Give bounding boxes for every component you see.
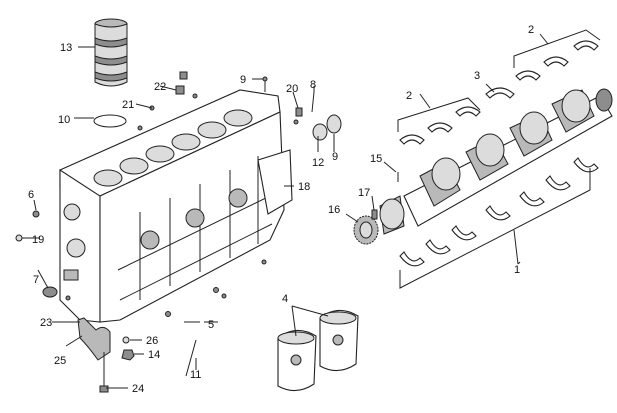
- cylinder-liner-13: [94, 18, 128, 87]
- nut-14: [121, 349, 135, 361]
- leader-lines: [24, 33, 549, 389]
- crankshaft: [379, 88, 613, 235]
- plug-22b: [179, 71, 188, 80]
- seal-7: [42, 286, 58, 298]
- callout-1: 1: [514, 264, 520, 276]
- callout-14: 14: [148, 349, 160, 361]
- callout-19: 19: [32, 234, 44, 246]
- callout-21: 21: [122, 99, 134, 111]
- callout-2a: 2: [406, 90, 412, 102]
- main-bearings-upper-2b: [513, 29, 601, 81]
- callout-24: 24: [132, 383, 144, 395]
- callout-8: 8: [310, 79, 316, 91]
- thrust-bearings-4: [277, 309, 359, 392]
- callout-9a: 9: [240, 74, 246, 86]
- callout-11: 11: [190, 369, 201, 381]
- liner-seal-ring-10: [93, 114, 127, 128]
- callout-10: 10: [58, 114, 70, 126]
- callout-3: 3: [474, 70, 480, 82]
- callout-26: 26: [146, 335, 158, 347]
- crank-gear-16: [353, 215, 379, 245]
- callout-4: 4: [282, 293, 288, 305]
- callout-15: 15: [370, 153, 382, 165]
- callout-9b: 9: [332, 151, 338, 163]
- callout-2b: 2: [528, 24, 534, 36]
- pin-8: [311, 91, 315, 113]
- callout-22: 22: [154, 81, 166, 93]
- bolt-11: [185, 339, 197, 377]
- callout-17: 17: [358, 187, 370, 199]
- plug-22: [175, 85, 185, 95]
- callout-16: 16: [328, 204, 340, 216]
- callout-18: 18: [298, 181, 310, 193]
- callout-20: 20: [286, 83, 298, 95]
- callout-25: 25: [54, 355, 66, 367]
- callout-5: 5: [208, 319, 214, 331]
- plug-6: [32, 210, 40, 218]
- thrust-half-3: [485, 87, 515, 99]
- callout-13: 13: [60, 42, 72, 54]
- callout-7: 7: [33, 274, 39, 286]
- bearing-cap-25: [77, 317, 111, 361]
- cylinder-block: [59, 89, 342, 323]
- plug-20: [295, 107, 303, 117]
- callout-12: 12: [312, 157, 324, 169]
- washer-26: [122, 336, 130, 344]
- callouts: 13 10 21 22 9 20 8 12 9 18 6 19 7 23 25 …: [28, 24, 534, 395]
- key-17: [371, 209, 378, 220]
- main-bearings-upper-2a: [397, 97, 481, 145]
- callout-6: 6: [28, 189, 34, 201]
- callout-23: 23: [40, 317, 52, 329]
- main-bearings-lower-1: [399, 157, 599, 289]
